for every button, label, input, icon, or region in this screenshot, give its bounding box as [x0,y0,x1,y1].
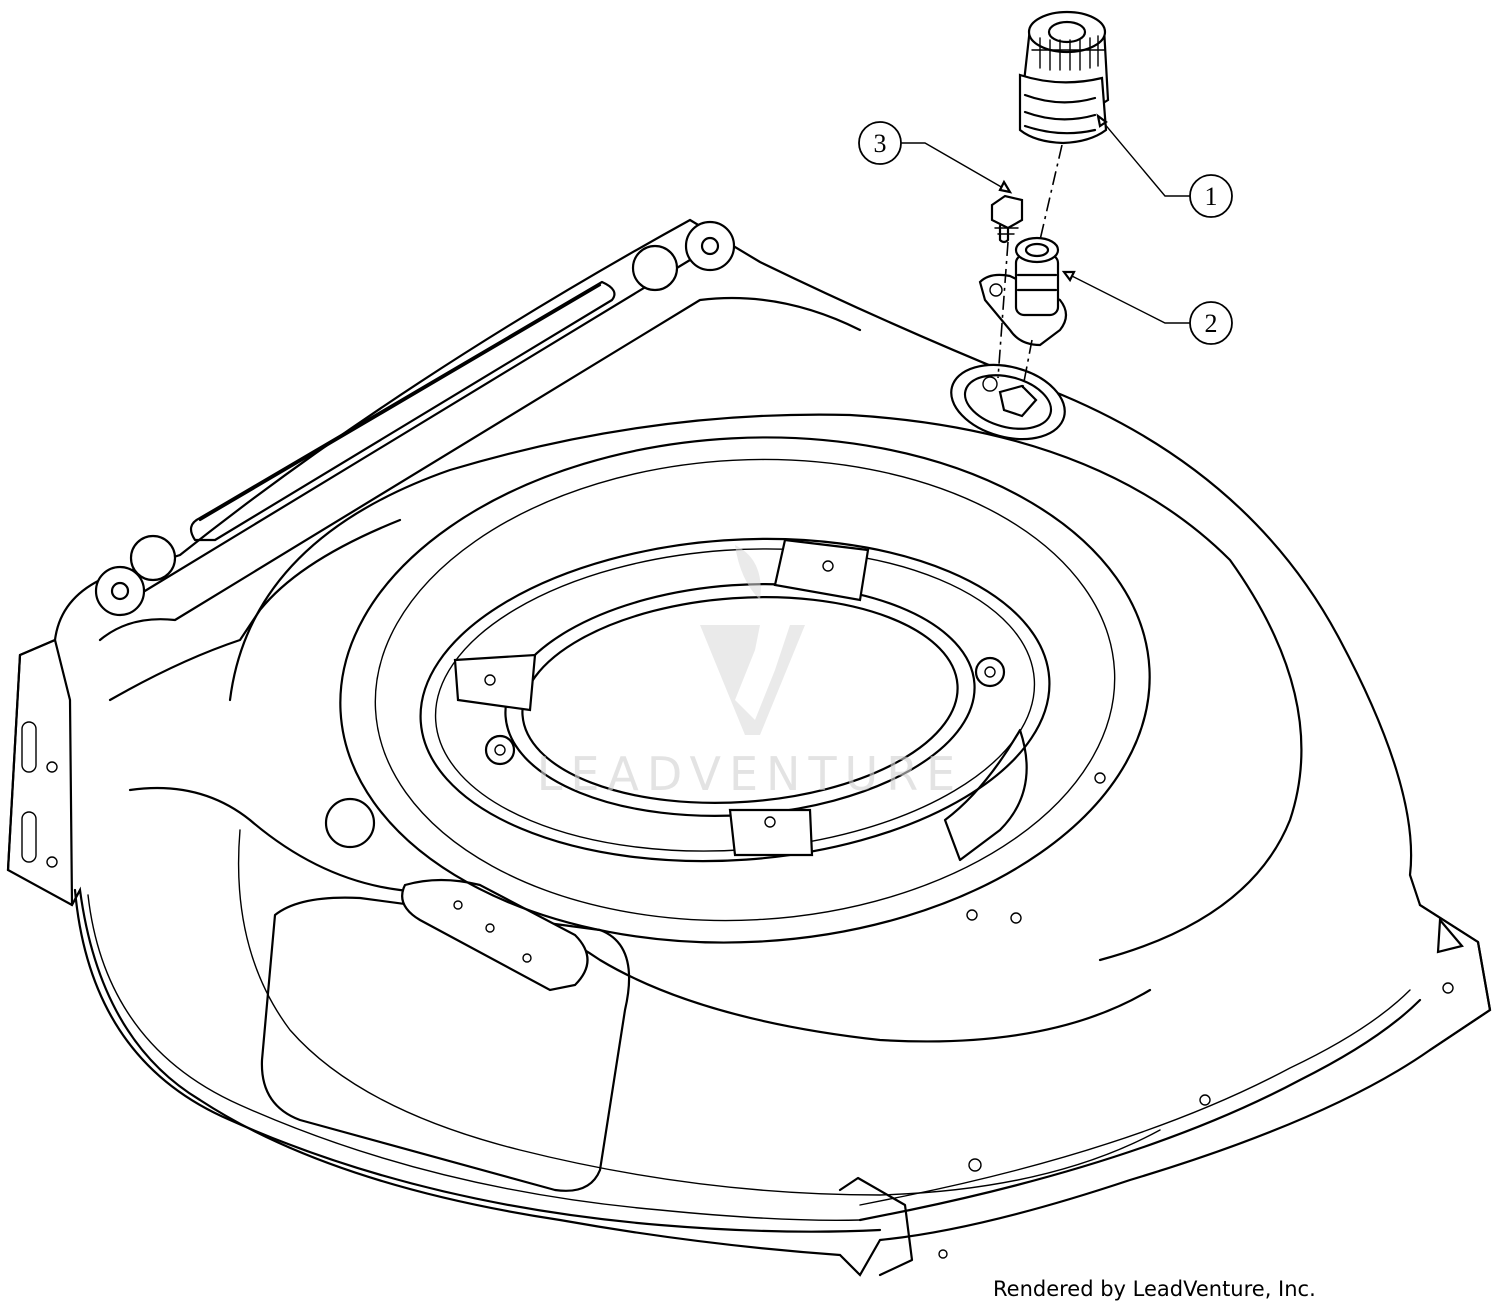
leader-lines [901,113,1191,324]
callout-3: 3 [858,121,902,165]
part-1-nozzle-cap [1018,10,1110,145]
assembly-lines [997,144,1063,393]
mower-deck [6,218,1492,1277]
watermark-logo-icon [700,625,805,735]
part-3-bolt [990,194,1024,244]
callout-2-label: 2 [1205,309,1218,338]
part-2-quick-connector [978,236,1068,347]
callout-3-label: 3 [874,129,887,158]
callout-1: 1 [1189,174,1233,218]
render-credit: Rendered by LeadVenture, Inc. [993,1277,1316,1301]
watermark: LEADVENTURE [537,545,964,801]
callout-2: 2 [1189,301,1233,345]
callout-1-label: 1 [1205,182,1218,211]
watermark-text: LEADVENTURE [537,747,964,801]
